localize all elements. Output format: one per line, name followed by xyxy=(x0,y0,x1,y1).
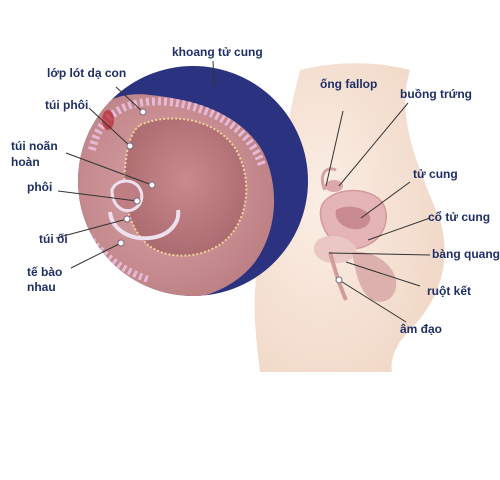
amniotic-sac xyxy=(108,209,181,241)
label-phoi: phôi xyxy=(27,180,53,194)
fallopian-tube xyxy=(320,167,337,191)
label-khoang-tu-cung: khoang tử cung xyxy=(172,45,263,59)
label-lop-lot-da-con: lớp lót dạ con xyxy=(47,66,127,80)
marker-dots xyxy=(117,108,343,284)
yolk-sac xyxy=(110,179,144,213)
leader-lines xyxy=(55,60,431,323)
label-bang-quang: bàng quang xyxy=(432,247,500,261)
blastocyst-sac xyxy=(123,117,248,257)
label-tui-noan-hoang-2: hoàn xyxy=(11,155,40,169)
label-tu-cung: tử cung xyxy=(413,167,458,181)
colon xyxy=(352,251,397,302)
label-co-tu-cung: cổ tử cung xyxy=(428,210,491,224)
label-tui-phoi: túi phôi xyxy=(45,98,89,112)
ovary xyxy=(325,180,343,192)
label-tui-noan-hoang-1: túi noãn xyxy=(11,139,58,153)
label-ong-fallop: ống fallop xyxy=(320,77,378,91)
label-ruot-ket: ruột kết xyxy=(427,284,472,298)
bladder xyxy=(313,235,357,264)
vagina xyxy=(328,251,348,301)
uterus-cavity xyxy=(335,206,371,230)
tissue-spot xyxy=(102,110,114,130)
label-te-bao-nhau-1: tế bào xyxy=(27,265,63,279)
label-buong-trung: buồng trứng xyxy=(400,87,472,101)
label-tui-oi: túi ối xyxy=(39,232,68,246)
label-am-dao: âm đạo xyxy=(400,322,443,336)
label-te-bao-nhau-2: nhau xyxy=(27,280,56,294)
